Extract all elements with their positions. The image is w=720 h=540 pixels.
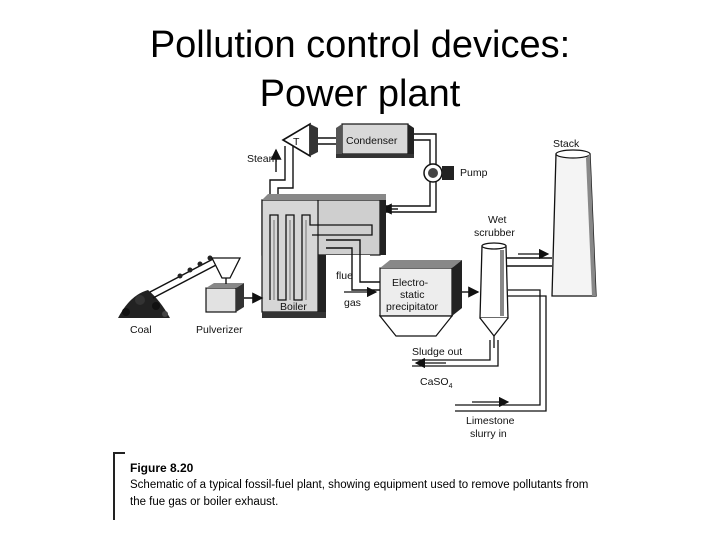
scrubber-stack-duct [506, 257, 552, 267]
wet-scrubber-label-1: Wet [488, 214, 507, 226]
caption-rule-tick [113, 452, 125, 454]
condenser-pump-pipe [414, 133, 437, 164]
boiler-label: Boiler [280, 301, 307, 313]
precipitator-label-1: Electro- [392, 277, 429, 289]
return-water-pipe [378, 182, 437, 213]
pulverizer-label: Pulverizer [196, 324, 243, 336]
slide-title-line-1: Pollution control devices: [149, 24, 571, 66]
wet-scrubber [479, 242, 509, 348]
turbine-label: T [293, 136, 300, 148]
slide-title-line-2: Power plant [259, 73, 461, 115]
pulverizer [205, 278, 244, 313]
caption-line-1: Schematic of a typical fossil-fuel plant… [130, 479, 589, 491]
caso4-label: CaSO4 [420, 376, 453, 390]
limestone-label-2: slurry in [470, 428, 507, 440]
boiler [261, 194, 386, 318]
condenser [336, 123, 414, 158]
precipitator-label-2: static [400, 289, 425, 301]
electrostatic-precipitator [378, 260, 462, 337]
caption-rule [113, 452, 115, 520]
stack [551, 149, 597, 297]
wet-scrubber-label-2: scrubber [474, 227, 515, 239]
precipitator-label-3: precipitator [386, 301, 438, 313]
pump [423, 163, 454, 183]
figure-number: Figure 8.20 [130, 461, 194, 475]
caption-line-2: the fue gas or boiler exhaust. [130, 496, 279, 508]
coal-conveyor [149, 255, 219, 299]
condenser-label: Condenser [346, 135, 398, 147]
limestone-label-1: Limestone [466, 415, 515, 427]
gas-label: gas [344, 297, 361, 309]
coal-hopper [210, 257, 242, 279]
caso4-subscript: 4 [449, 383, 453, 390]
caso4-text: CaSO [420, 376, 449, 388]
steam-label: Steam [247, 153, 278, 165]
turbine [281, 122, 318, 158]
coal-pile [118, 290, 170, 318]
sludge-out-label: Sludge out [412, 346, 462, 358]
coal-label: Coal [130, 324, 152, 336]
pump-label: Pump [460, 167, 488, 179]
stack-label: Stack [553, 138, 580, 150]
flue-gas-duct [326, 239, 380, 291]
limestone-slurry-pipe [455, 289, 547, 412]
flue-label: flue [336, 270, 353, 282]
sludge-pipe [412, 340, 499, 367]
figure-caption: Figure 8.20 Schematic of a typical fossi… [130, 460, 630, 511]
